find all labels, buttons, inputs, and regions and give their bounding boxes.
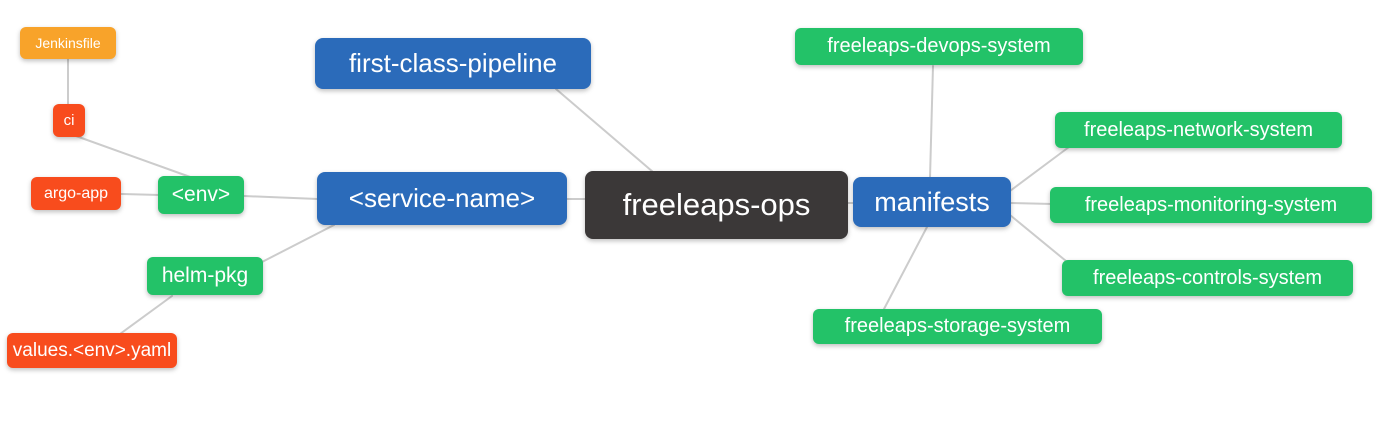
node-jenkinsfile[interactable]: Jenkinsfile	[20, 27, 116, 59]
node-freeleaps-controls-system[interactable]: freeleaps-controls-system	[1062, 260, 1353, 296]
edge-manifests-to-freeleaps-storage-system	[883, 226, 928, 310]
edge-manifests-to-freeleaps-monitoring-system	[1009, 202, 1054, 205]
node-env[interactable]: <env>	[158, 176, 244, 214]
edge-env-to-service-name	[243, 195, 319, 200]
edge-manifests-to-freeleaps-network-system	[1009, 146, 1070, 192]
node-freeleaps-storage-system[interactable]: freeleaps-storage-system	[813, 309, 1102, 344]
node-freeleaps-network-system[interactable]: freeleaps-network-system	[1055, 112, 1342, 148]
edge-ci-to-env	[75, 135, 194, 179]
node-argo-app[interactable]: argo-app	[31, 177, 121, 210]
node-freeleaps-ops[interactable]: freeleaps-ops	[585, 171, 848, 239]
node-service-name[interactable]: <service-name>	[317, 172, 567, 225]
node-freeleaps-devops-system[interactable]: freeleaps-devops-system	[795, 28, 1083, 65]
node-manifests[interactable]: manifests	[853, 177, 1011, 227]
node-first-class-pipeline[interactable]: first-class-pipeline	[315, 38, 591, 89]
edge-argo-app-to-env	[120, 193, 161, 196]
node-helm-pkg[interactable]: helm-pkg	[147, 257, 263, 295]
edge-first-class-pipeline-to-freeleaps-ops	[555, 88, 654, 173]
edge-manifests-to-freeleaps-controls-system	[1009, 214, 1067, 262]
edge-helm-pkg-to-service-name	[261, 224, 335, 263]
edge-manifests-to-freeleaps-devops-system	[929, 65, 934, 179]
edge-values-env-yaml-to-helm-pkg	[119, 295, 173, 335]
node-values-env-yaml[interactable]: values.<env>.yaml	[7, 333, 177, 368]
node-ci[interactable]: ci	[53, 104, 85, 137]
node-freeleaps-monitoring-system[interactable]: freeleaps-monitoring-system	[1050, 187, 1372, 223]
